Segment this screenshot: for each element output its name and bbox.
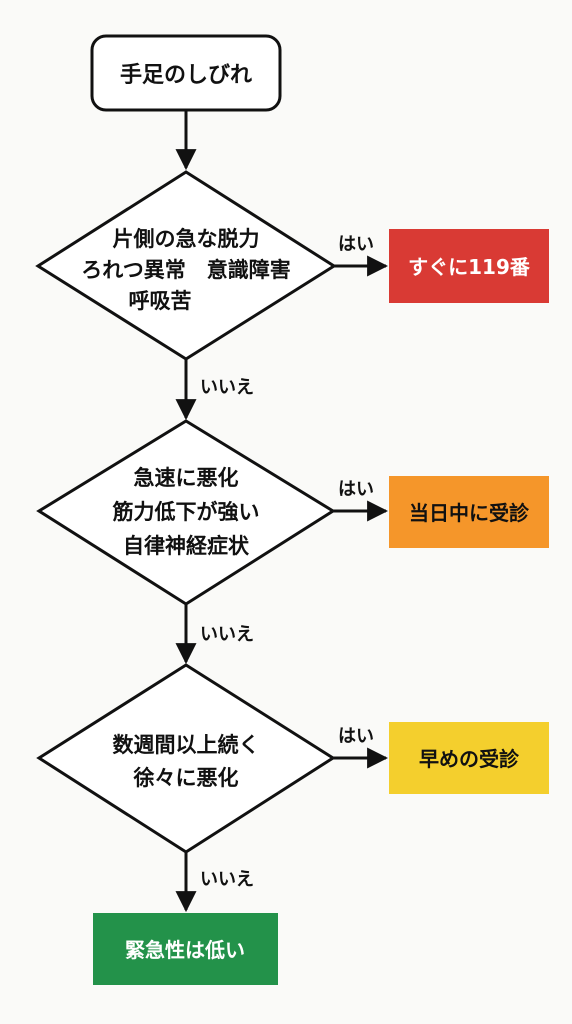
decision-3-line-2: 徐々に悪化: [133, 766, 239, 790]
outcome-same-day-label: 当日中に受診: [409, 501, 530, 525]
outcome-119-label: すぐに119番: [408, 255, 531, 279]
decision-2-line-1: 急速に悪化: [134, 466, 239, 490]
decision-1-line-2: ろれつ異常 意識障害: [81, 258, 291, 282]
outcome-low-urgency-box: [93, 913, 278, 985]
start-label: 手足のしびれ: [120, 63, 252, 88]
yes-label-3: はい: [338, 726, 374, 747]
no-label-3: いいえ: [200, 869, 254, 890]
decision-3-diamond: [36, 663, 336, 854]
decision-1-line-3: 呼吸苦: [129, 289, 192, 313]
outcome-low-urgency-label: 緊急性は低い: [125, 938, 245, 962]
yes-label-1: はい: [338, 234, 374, 255]
outcome-early-box: [389, 722, 549, 794]
no-label-1: いいえ: [200, 377, 254, 398]
decision-3-line-1: 数週間以上続く: [113, 733, 260, 757]
yes-label-2: はい: [338, 479, 374, 500]
no-label-2: いいえ: [200, 624, 254, 645]
decision-2-line-2: 筋力低下が強い: [112, 500, 260, 524]
decision-1-line-1: 片側の急な脱力: [113, 227, 260, 251]
outcome-119-box: [389, 229, 549, 303]
outcome-same-day-box: [389, 476, 549, 548]
outcome-early-label: 早めの受診: [419, 747, 520, 771]
decision-2-line-3: 自律神経症状: [123, 534, 250, 558]
